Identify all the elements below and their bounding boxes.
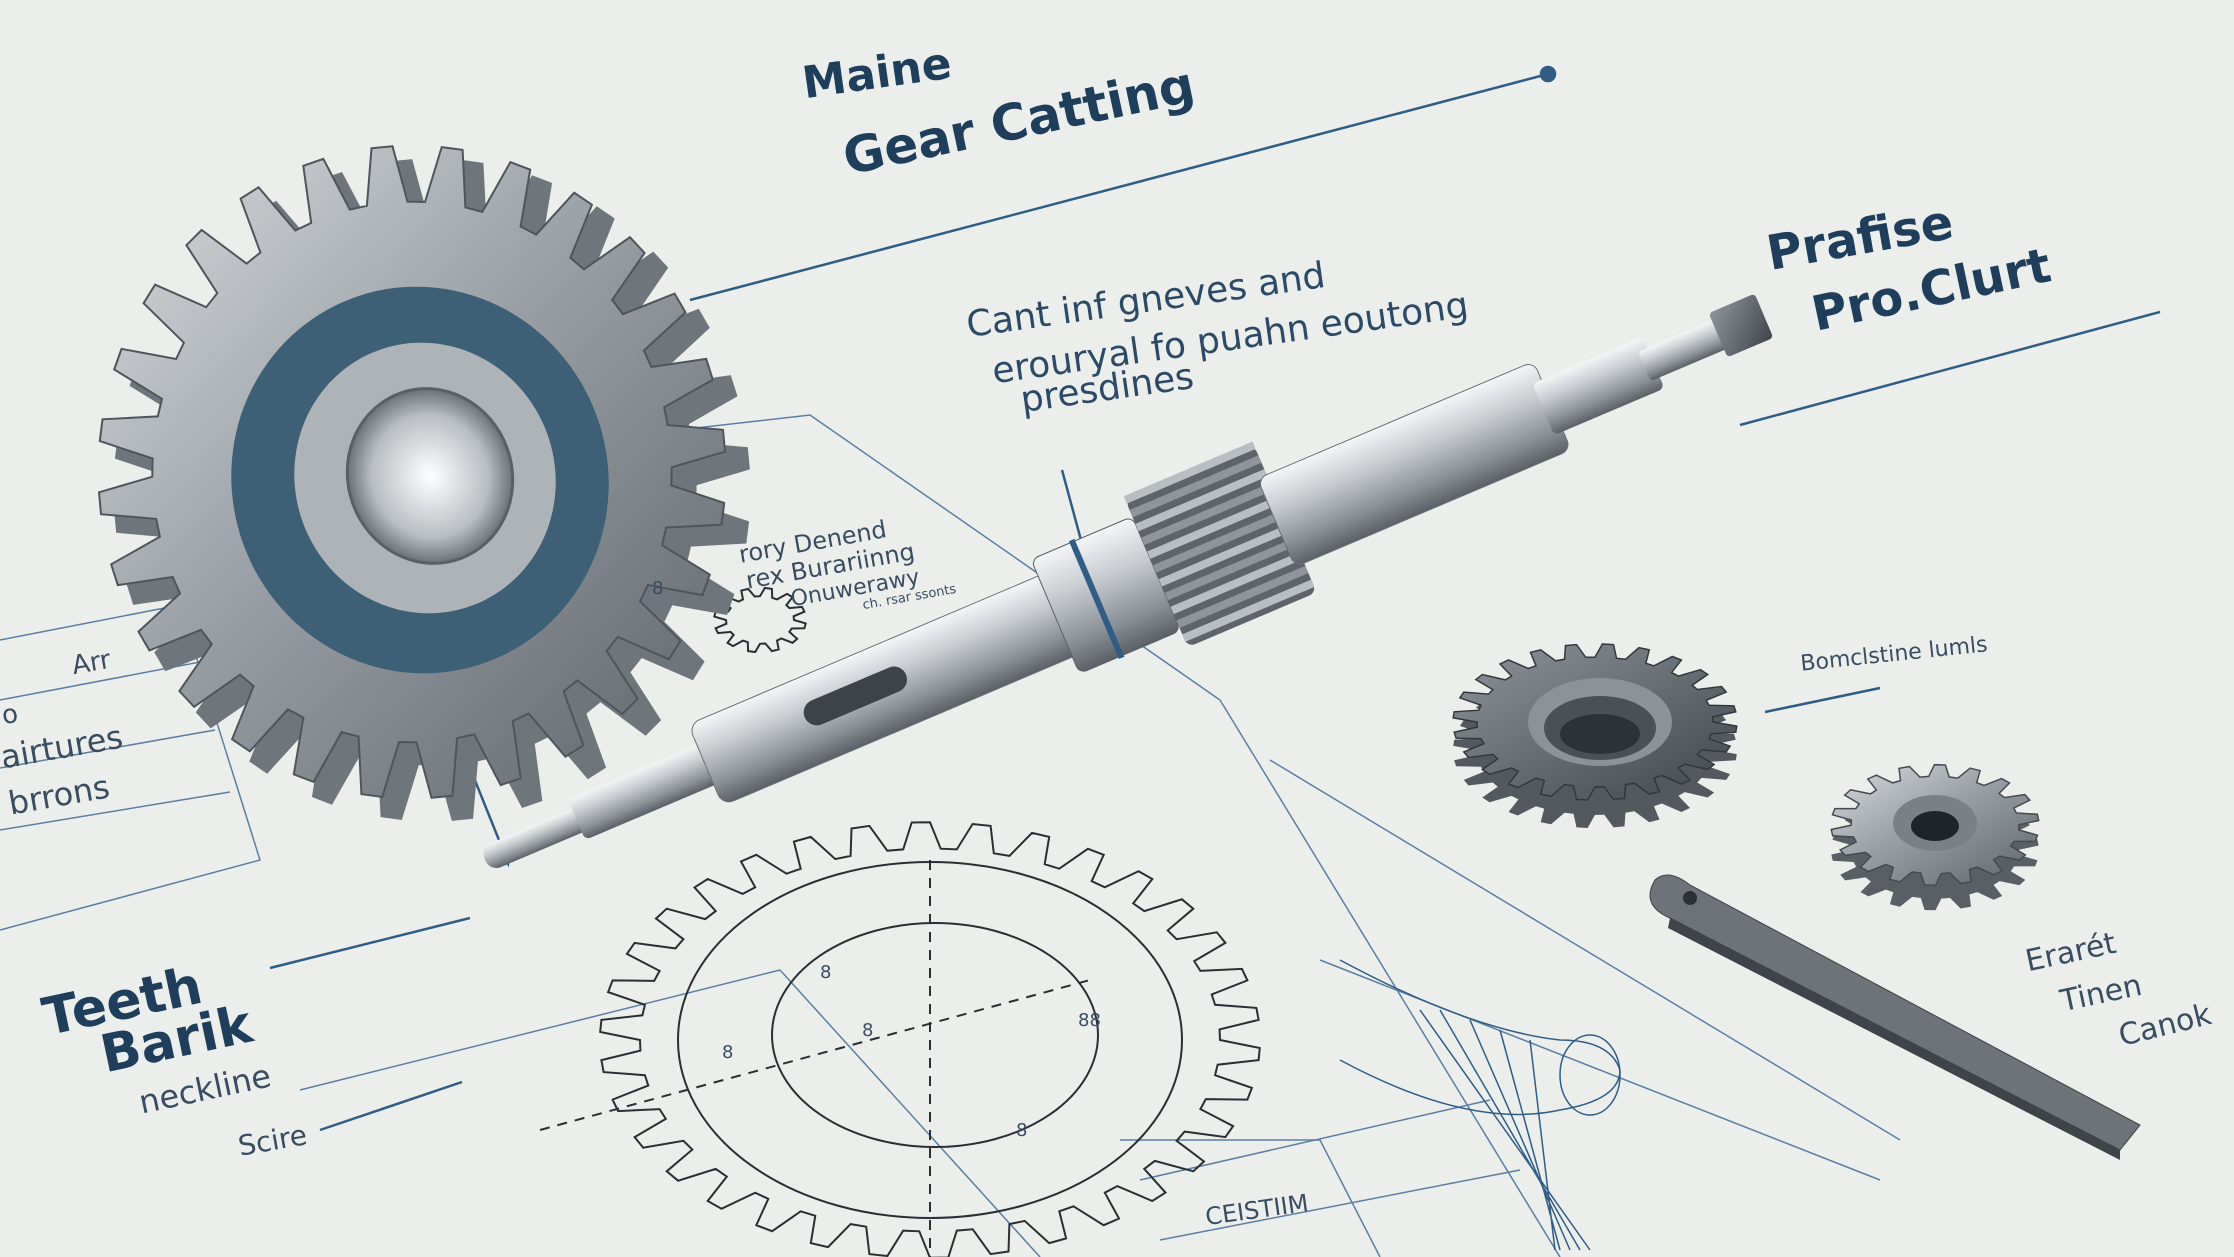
spline-tooth [1158,524,1291,587]
large-spur-gear [97,145,750,821]
left-leader [269,916,471,970]
spline-tooth [1164,538,1297,601]
dimension-mark-2: 8 [820,962,832,983]
spline-tooth [1182,579,1315,642]
small-gear-pinion [1830,763,2040,911]
shaft-thread [1639,317,1733,380]
shaft-tip [483,804,597,868]
leader-dot [1539,65,1557,83]
dimension-mark-5: 8 [862,1020,874,1041]
dimension-mark-6: 8 [1016,1120,1028,1141]
shaft-end-hex [1709,294,1773,357]
spline-tooth [1170,552,1303,615]
spline-shaft [483,294,1773,868]
shaft-upper-body [1260,363,1569,565]
flat-steel-bar [1649,874,2141,1160]
scire-leader [319,1080,463,1132]
shaft-keyway [803,666,908,726]
shaft-step [1534,338,1663,434]
spline-tooth [1141,482,1274,546]
spline-tooth [1123,441,1256,504]
large-gear-bore [345,387,515,565]
small-schematic-gear [713,586,807,654]
right-title-leader [1739,310,2161,427]
main-title-leader [689,72,1549,302]
schematic-bore [771,922,1099,1148]
small-gear-leader [1764,686,1881,714]
dimension-mark-3: 8 [722,1042,734,1063]
spline-tooth [1147,496,1280,559]
small-gear-threaded [1452,643,1738,828]
spindle-sketch [1339,959,1621,1251]
dimension-mark-4: 88 [1078,1010,1101,1031]
shaft-neck [569,738,731,839]
shaft-collar-ring [1068,538,1125,660]
spline-tooth [1152,510,1285,573]
spline-tooth [1176,565,1309,628]
spline-tooth [1135,469,1268,532]
schematic-gear-outline [599,821,1261,1257]
spline-tooth [1129,455,1262,518]
dimension-mark-1: 8 [652,578,664,599]
blueprint-frames [0,414,1901,1257]
gear-schematic [539,586,1261,1257]
